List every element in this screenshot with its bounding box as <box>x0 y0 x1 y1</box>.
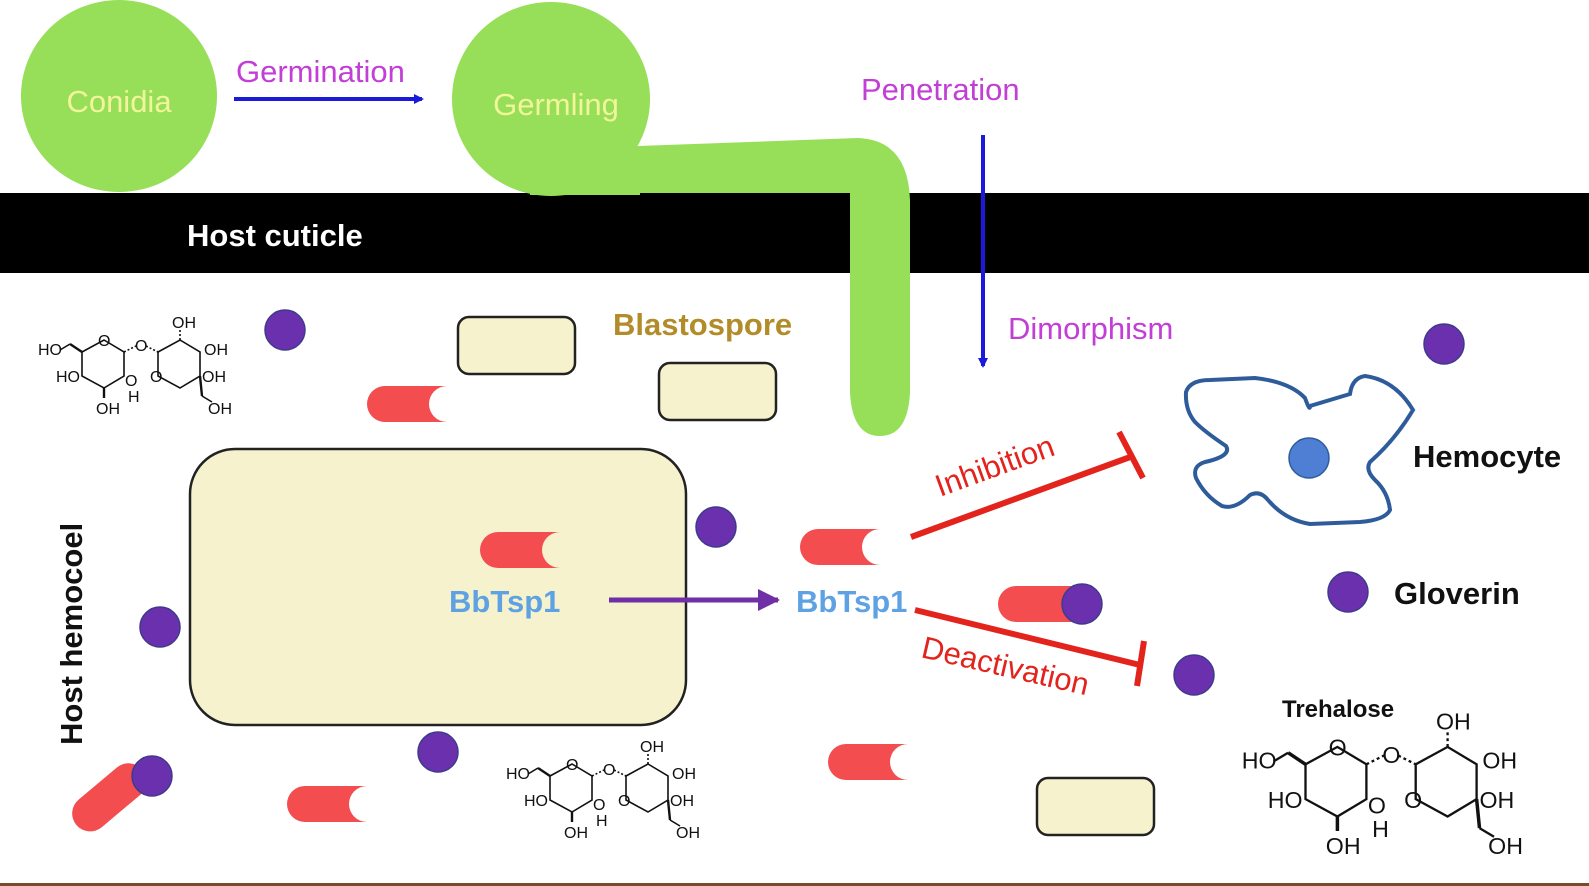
blastospore-small <box>657 361 778 422</box>
bbtsp1-protein <box>800 529 880 565</box>
hemocyte-label: Hemocyte <box>1413 439 1561 474</box>
deactivation-bar <box>1134 640 1147 687</box>
inhibition-bar <box>1116 430 1146 480</box>
germling-label: Germling <box>493 87 619 122</box>
bottom-border <box>0 883 1589 886</box>
trehalose-label: Trehalose <box>1282 696 1394 723</box>
gloverin <box>264 309 306 351</box>
gloverin-label: Gloverin <box>1394 576 1520 611</box>
deactivation-label: Deactivation <box>918 630 1092 702</box>
dimorphism-label: Dimorphism <box>1008 311 1173 346</box>
bbtsp1-protein <box>480 532 560 568</box>
gloverin <box>1173 654 1215 696</box>
host-hemocoel-label: Host hemocoel <box>54 523 89 745</box>
germling-cell <box>452 2 650 196</box>
germination-label: Germination <box>236 54 405 89</box>
gloverin <box>695 506 737 548</box>
gloverin-bound <box>131 755 173 797</box>
hemocyte-nucleus <box>1288 437 1330 479</box>
cuticle-overlay <box>640 193 850 273</box>
bbtsp1-protein <box>367 386 447 422</box>
bbtsp1-protein <box>287 786 367 822</box>
gloverin-bound <box>1061 583 1103 625</box>
gloverin <box>139 606 181 648</box>
trehalose-molecule <box>504 737 702 844</box>
bbtsp1-gloverin-complex <box>72 763 147 832</box>
blastospore-small <box>456 315 577 376</box>
trehalose-molecule-large <box>1239 706 1525 861</box>
blastospore-large <box>188 447 688 727</box>
trehalose-molecule <box>36 313 234 420</box>
blastospore-label: Blastospore <box>613 307 792 342</box>
bbtsp1-intracellular-label: BbTsp1 <box>449 584 560 619</box>
host-cuticle-label: Host cuticle <box>187 218 363 253</box>
conidia-label: Conidia <box>66 84 172 119</box>
blastospore-small <box>1035 776 1156 837</box>
conidia-cell <box>21 0 217 192</box>
inhibition-line <box>909 453 1135 540</box>
hemocyte-outline <box>1183 373 1416 527</box>
gloverin <box>1423 323 1465 365</box>
bbtsp1-protein <box>828 744 908 780</box>
penetration-label: Penetration <box>861 72 1020 107</box>
bbtsp1-secreted-label: BbTsp1 <box>796 584 907 619</box>
gloverin <box>417 731 459 773</box>
gloverin-legend-dot <box>1327 571 1369 613</box>
deactivation-line <box>914 607 1141 668</box>
